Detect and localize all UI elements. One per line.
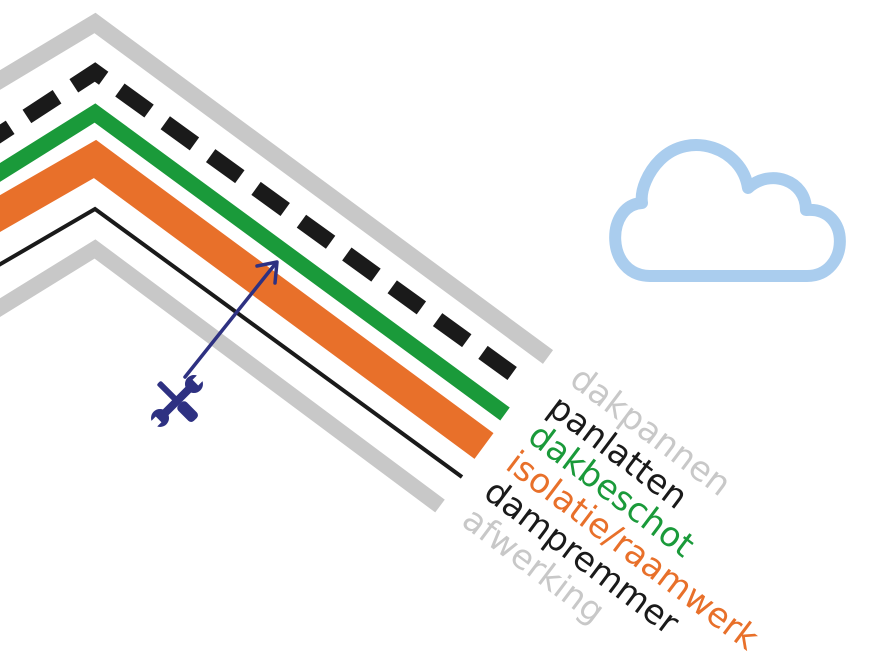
layer-afwerking xyxy=(0,239,445,513)
layer-dakpannen xyxy=(0,12,554,364)
layer-isolatie xyxy=(0,139,494,459)
screwdriver-icon xyxy=(157,381,198,422)
arrow-icon xyxy=(183,260,279,379)
layer-dakbeschot xyxy=(0,103,510,421)
tools-icon xyxy=(148,372,206,430)
cloud-icon xyxy=(609,139,846,282)
layer-dampremmer xyxy=(0,206,464,479)
layer-panlatten xyxy=(0,62,522,384)
